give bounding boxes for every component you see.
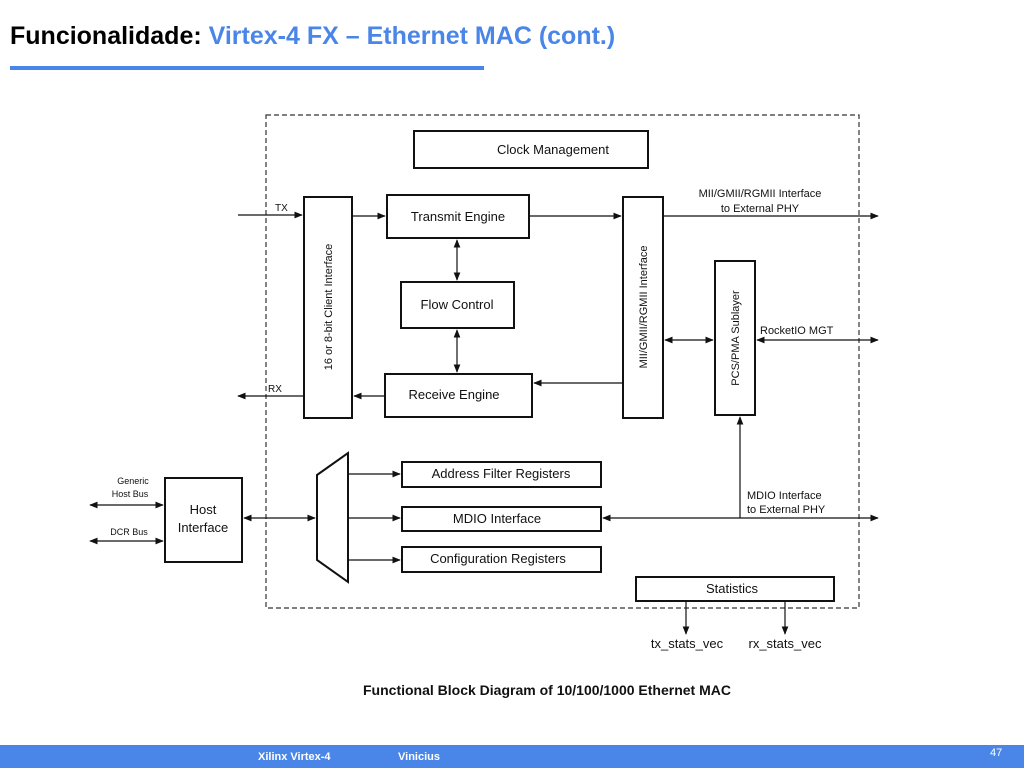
mac-boundary — [265, 114, 860, 609]
pcs-pma-label: PCS/PMA Sublayer — [730, 290, 742, 386]
mdio-external-label-line1: MDIO Interface — [747, 490, 822, 502]
ethernet-mac-block-diagram: Clock Management 16 or 8-bit Client Inte… — [89, 114, 879, 698]
footer-bar: Xilinx Virtex-4 Vinicius 47 — [0, 745, 1024, 768]
flow-control-block — [400, 281, 515, 329]
clock-management-block — [413, 130, 649, 169]
dcr-bus-label: DCR Bus — [110, 527, 148, 537]
tx-label: TX — [275, 203, 288, 214]
statistics-block — [635, 576, 835, 602]
register-mux — [316, 451, 349, 584]
mii-interface-label: MII/GMII/RGMII Interface — [638, 246, 650, 369]
phy-interface-label-line2: to External PHY — [721, 203, 800, 215]
config-registers-block — [401, 546, 602, 573]
slide-title-main: Funcionalidade: — [10, 22, 202, 50]
pcs-pma-block — [714, 260, 756, 416]
phy-interface-label-line1: MII/GMII/RGMII Interface — [699, 188, 822, 200]
statistics-label: Statistics — [706, 581, 759, 596]
mdio-interface-label: MDIO Interface — [453, 511, 541, 526]
title-underline — [10, 66, 484, 70]
flow-control-label: Flow Control — [421, 297, 494, 312]
diagram-caption: Functional Block Diagram of 10/100/1000 … — [363, 682, 731, 698]
mdio-interface-block — [401, 506, 602, 532]
transmit-engine-label: Transmit Engine — [411, 209, 505, 224]
page-number: 47 — [990, 747, 1003, 759]
address-filter-block — [401, 461, 602, 488]
mii-interface-block — [622, 196, 664, 419]
transmit-engine-block — [386, 194, 530, 239]
footer-left-text: Xilinx Virtex-4 — [258, 751, 331, 763]
host-interface-label-line2: Interface — [178, 520, 229, 535]
rocketio-label: RocketIO MGT — [760, 325, 834, 337]
config-registers-label: Configuration Registers — [430, 551, 566, 566]
mdio-external-label-line2: to External PHY — [747, 504, 826, 516]
generic-bus-label-line1: Generic — [117, 476, 149, 486]
receive-engine-label: Receive Engine — [408, 387, 499, 402]
tx-stats-label: tx_stats_vec — [651, 636, 724, 651]
address-filter-label: Address Filter Registers — [432, 466, 571, 481]
slide-title: Funcionalidade: Virtex-4 FX – Ethernet M… — [10, 22, 615, 51]
footer-author: Vinicius — [398, 751, 440, 763]
client-interface-label: 16 or 8-bit Client Interface — [323, 244, 335, 371]
host-interface-label-line1: Host — [190, 502, 217, 517]
host-interface-block — [164, 477, 243, 563]
slide-title-sub: Virtex-4 FX – Ethernet MAC (cont.) — [208, 22, 616, 50]
client-interface-block — [303, 196, 353, 419]
generic-bus-label-line2: Host Bus — [112, 489, 149, 499]
rx-label: RX — [268, 384, 282, 395]
rx-stats-label: rx_stats_vec — [749, 636, 822, 651]
clock-management-label: Clock Management — [497, 142, 609, 157]
receive-engine-block — [384, 373, 533, 418]
